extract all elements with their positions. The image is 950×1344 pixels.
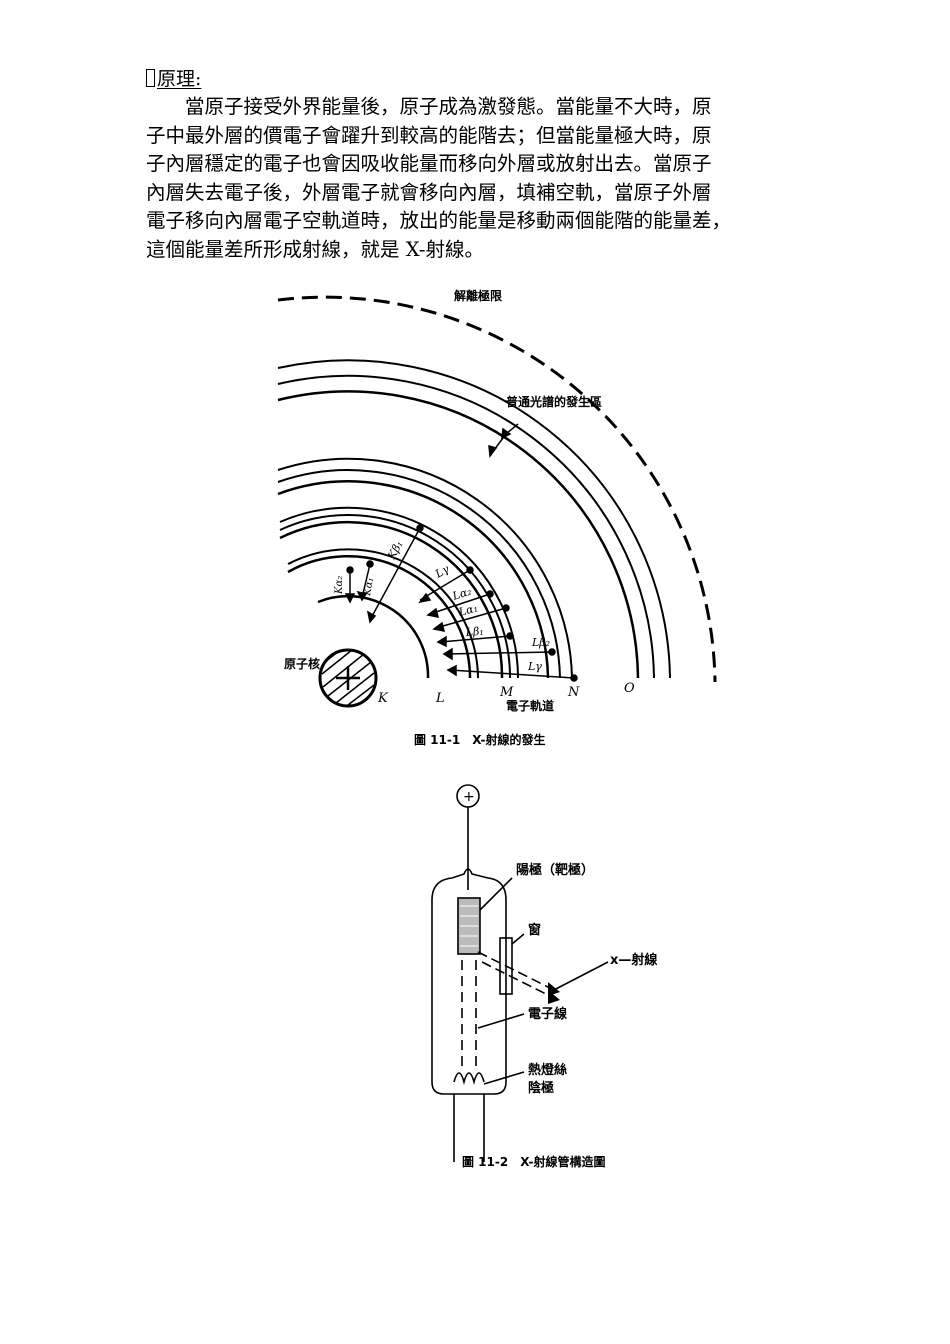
spectrum-region-label: 普通光譜的發生區 [506,394,602,409]
transition-label: Lα₂ [450,585,473,604]
missing-glyph-box [146,69,155,87]
leader-line [511,933,525,945]
cathode-label: 陰極 [528,1080,554,1096]
transition-label: Kβ₁ [385,539,406,563]
xray-generation-figure: 解離極限 普通光譜的發生區 原子核 電子軌道 K L M N O Kα₂ Kα₁… [270,282,730,752]
shell-m-arc [279,514,512,679]
leader-line [483,1071,525,1085]
filament-coil-icon [453,1072,485,1085]
shell-m-arc [279,506,520,679]
xray-label: x—射線 [610,952,658,968]
section-heading: 原理: [146,64,201,91]
nucleus-label: 原子核 [284,656,320,671]
ionization-limit-arc [277,295,717,683]
xray-tube-figure: + 陽極（靶極） 窗 x—射線 電子線 熱燈絲 陰極 圖 11-2 X-射線管構… [420,782,700,1182]
plus-sign: + [463,789,475,805]
leader-line [477,1013,525,1029]
transition-label: Kα₁ [362,577,376,598]
shell-m-label: M [499,685,514,700]
shell-l-arc [287,554,472,679]
transition-label: Kα₂ [334,576,345,595]
leader-line [479,877,513,911]
shell-l-label: L [435,691,445,706]
xray-beam-line [481,961,551,997]
shell-l-arc [287,548,479,679]
anode-label: 陽極（靶極） [516,862,594,878]
shell-diagram-svg: 解離極限 普通光譜的發生區 原子核 電子軌道 K L M N O Kα₂ Kα₁… [277,288,717,747]
shell-o-label: O [624,681,635,696]
xray-arrowhead-icon [548,990,560,1004]
shell-o-arc [277,374,655,679]
tube-diagram-svg: + 陽極（靶極） 窗 x—射線 電子線 熱燈絲 陰極 圖 11-2 X-射線管構… [431,784,658,1169]
paragraph-line: 電子移向內層電子空軌道時，放出的能量是移動兩個能階的能量差， [146,209,732,232]
body-paragraph: 當原子接受外界能量後，原子成為激發態。當能量不大時，原 子中最外層的價電子會躍升… [146,93,806,264]
shell-n-arc [277,480,550,679]
shell-k-arc [317,594,430,679]
shell-n-label: N [567,685,580,700]
heading-text: 原理: [157,68,202,90]
transition-label: Lβ₂ [531,636,550,649]
shell-n-arc [277,469,561,679]
ionization-limit-label: 解離極限 [454,288,502,303]
paragraph-line: 子中最外層的價電子會躍升到較高的能階去；但當能量極大時，原 [146,123,712,147]
tube-window [499,937,513,995]
shell-o-arc [277,359,671,679]
orbit-axis-label: 電子軌道 [506,698,554,713]
figure1-caption: 圖 11-1 X-射線的發生 [414,732,545,747]
filament-label: 熱燈絲 [528,1062,567,1078]
paragraph-line: 內層失去電子後，外層電子就會移向內層，填補空軌，當原子外層 [146,180,712,204]
nucleus-icon [318,648,378,708]
paragraph-line: 當原子接受外界能量後，原子成為激發態。當能量不大時，原 [146,95,712,118]
transition-label: Lβ₁ [464,624,484,639]
figure2-caption: 圖 11-2 X-射線管構造圖 [462,1154,605,1169]
window-label: 窗 [528,922,541,938]
electron-beam-label: 電子線 [528,1006,568,1022]
glass-envelope [431,868,507,1095]
paragraph-line: 這個能量差所形成射線，就是 X-射線。 [146,237,484,261]
shell-n-arc [277,457,573,679]
transition-label: Lα₁ [456,601,479,619]
shell-m-arc [279,520,504,679]
paragraph-line: 子內層穩定的電子也會因吸收能量而移向外層或放射出去。當原子 [146,152,712,175]
shell-k-label: K [377,691,389,706]
xray-beam-line [477,951,551,989]
transition-label: Lγ [527,660,542,673]
transition-label: Lγ [432,562,452,581]
shell-o-arc [277,390,640,679]
leader-line [549,961,609,993]
